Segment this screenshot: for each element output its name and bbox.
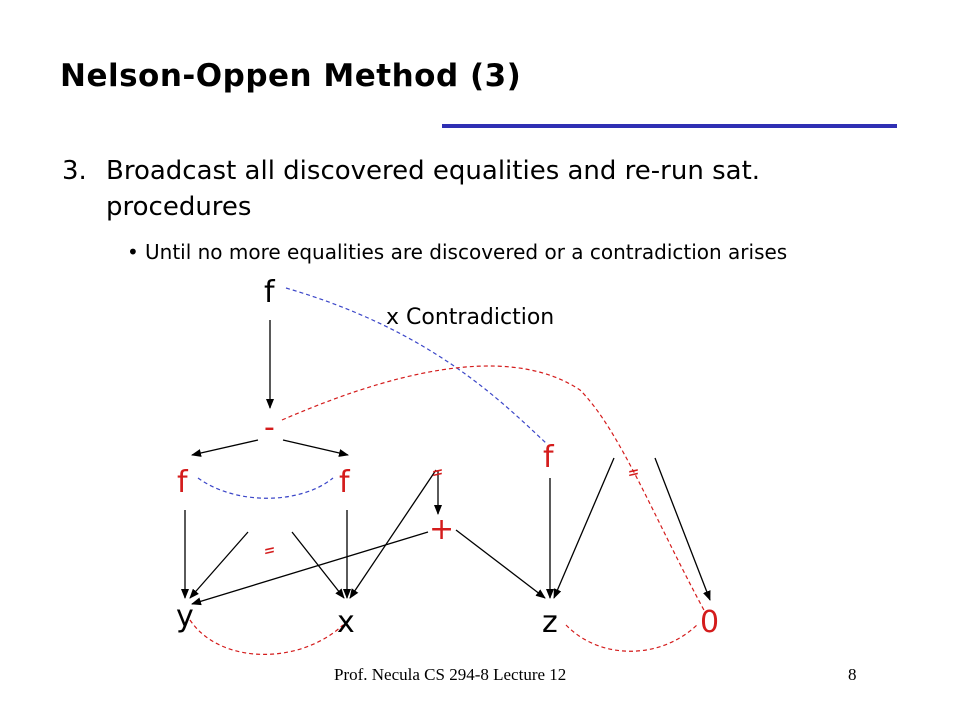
edge-minus-fleft bbox=[191, 439, 259, 457]
edge-mark-y bbox=[189, 531, 249, 599]
bullet-1-number: 3. bbox=[62, 156, 87, 186]
node-f-left: f bbox=[177, 465, 188, 500]
eq-blue-fleft-fmid bbox=[197, 477, 334, 499]
edge-plus-y bbox=[191, 531, 429, 606]
slide-footer: Prof. Necula CS 294-8 Lecture 12 bbox=[334, 665, 567, 684]
bullet-1: 3. Broadcast all discovered equalities a… bbox=[62, 153, 882, 225]
eq-red-minus-zero bbox=[281, 365, 706, 613]
page-number: 8 bbox=[848, 665, 857, 684]
node-y: y bbox=[176, 599, 194, 634]
edge-minus-fmid bbox=[282, 439, 349, 457]
node-f-mid: f bbox=[339, 465, 350, 500]
eq-red-y-x bbox=[189, 619, 344, 655]
node-f-top: f bbox=[264, 275, 275, 310]
eq-blue-ftop-frightmid bbox=[285, 287, 548, 445]
node-plus: + bbox=[429, 512, 455, 547]
node-f-right-mid: f bbox=[543, 440, 554, 475]
edge-plus-z bbox=[455, 529, 546, 599]
edge-marka-x bbox=[349, 469, 437, 599]
node-minus: - bbox=[264, 410, 275, 445]
eq-red-z-zero bbox=[565, 624, 698, 652]
edge-markb-z bbox=[553, 457, 615, 599]
node-z: z bbox=[542, 605, 558, 640]
bullet-2-text: Until no more equalities are discovered … bbox=[145, 240, 788, 264]
title-underline bbox=[442, 124, 897, 128]
node-zero: 0 bbox=[700, 605, 720, 640]
bullet-2: • Until no more equalities are discovere… bbox=[127, 238, 887, 267]
bullet-1-text: Broadcast all discovered equalities and … bbox=[106, 156, 761, 222]
bullet-2-marker: • bbox=[127, 240, 139, 264]
node-x: x bbox=[337, 605, 355, 640]
edge-markc-zero bbox=[654, 457, 711, 601]
contradiction-label: x Contradiction bbox=[386, 305, 555, 330]
slide-title: Nelson-Oppen Method (3) bbox=[60, 58, 522, 94]
